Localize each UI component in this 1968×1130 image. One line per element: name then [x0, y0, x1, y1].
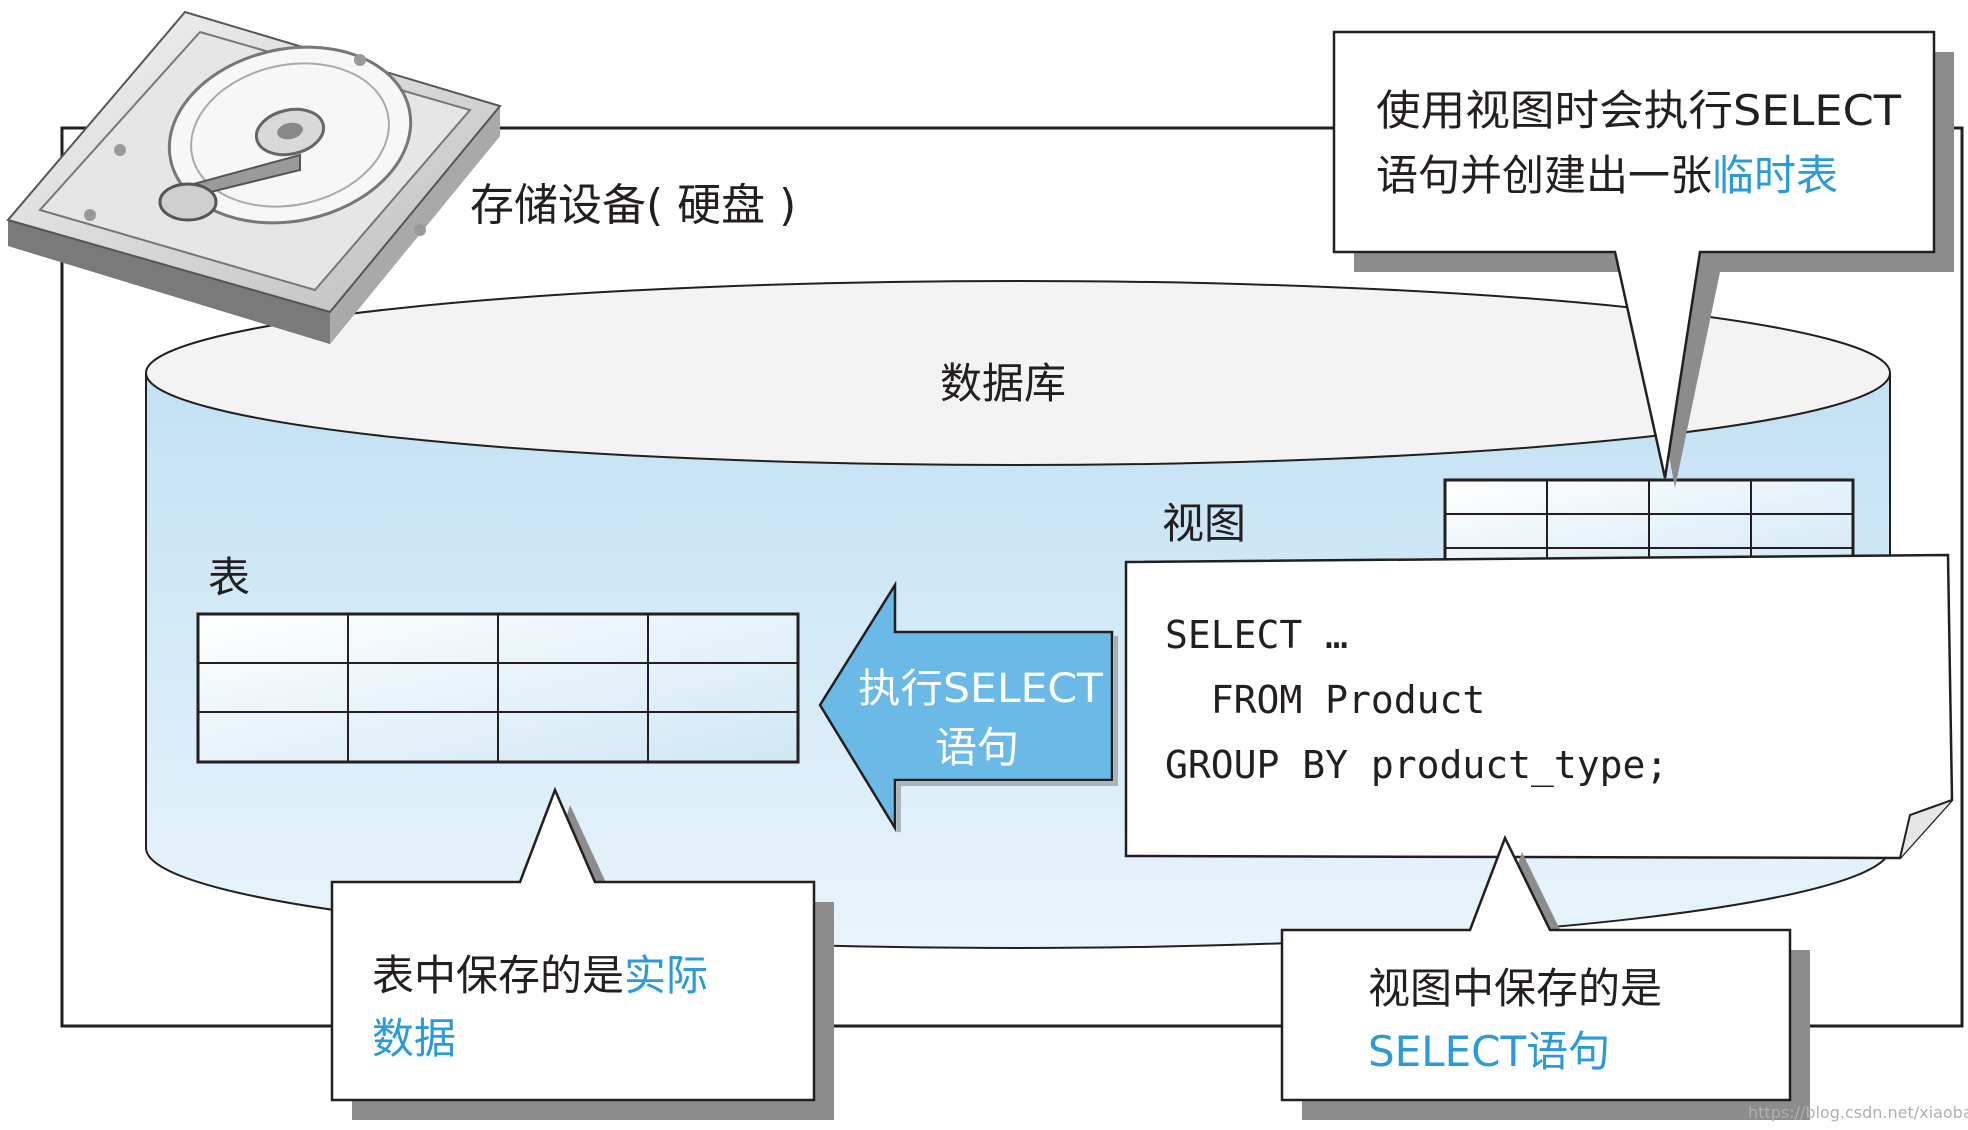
- callout-top-temp-table: 临时表: [1712, 151, 1838, 200]
- callout-table-line2: 数据: [372, 1014, 456, 1063]
- arrow-label-line1: 执行SELECT: [858, 666, 1104, 712]
- callout-table-line1: 表中保存的是实际: [372, 951, 708, 1000]
- sql-line-2: FROM Product: [1165, 678, 1485, 722]
- table-grid: [196, 612, 800, 764]
- view-label: 视图: [1162, 499, 1246, 548]
- callout-table-data: [330, 786, 834, 1120]
- sql-line-3: GROUP BY product_type;: [1165, 743, 1668, 788]
- callout-top-line2: 语句并创建出一张临时表: [1376, 151, 1838, 200]
- callout-table-actual: 实际: [624, 951, 708, 1000]
- callout-view-select: [1280, 834, 1810, 1120]
- table-label: 表: [208, 553, 250, 602]
- callout-view-line1: 视图中保存的是: [1368, 964, 1662, 1013]
- execute-select-arrow[interactable]: [818, 580, 1118, 833]
- watermark: https://blog.csdn.net/xiaobaizsj: [1748, 1103, 1968, 1122]
- hard-disk-icon: [6, 10, 502, 344]
- callout-table-plain: 表中保存的是: [372, 951, 624, 1000]
- storage-label: 存储设备( 硬盘 ): [470, 180, 796, 231]
- database-label: 数据库: [940, 359, 1066, 408]
- callout-view-line2: SELECT语句: [1368, 1027, 1610, 1076]
- callout-temp-table: [1332, 30, 1954, 488]
- view-document: [1124, 553, 1954, 860]
- callout-top-line2-plain: 语句并创建出一张: [1376, 151, 1712, 200]
- sql-line-1: SELECT …: [1165, 613, 1348, 657]
- callout-top-line1: 使用视图时会执行SELECT: [1376, 86, 1901, 135]
- arrow-label-line2: 语句: [935, 723, 1019, 772]
